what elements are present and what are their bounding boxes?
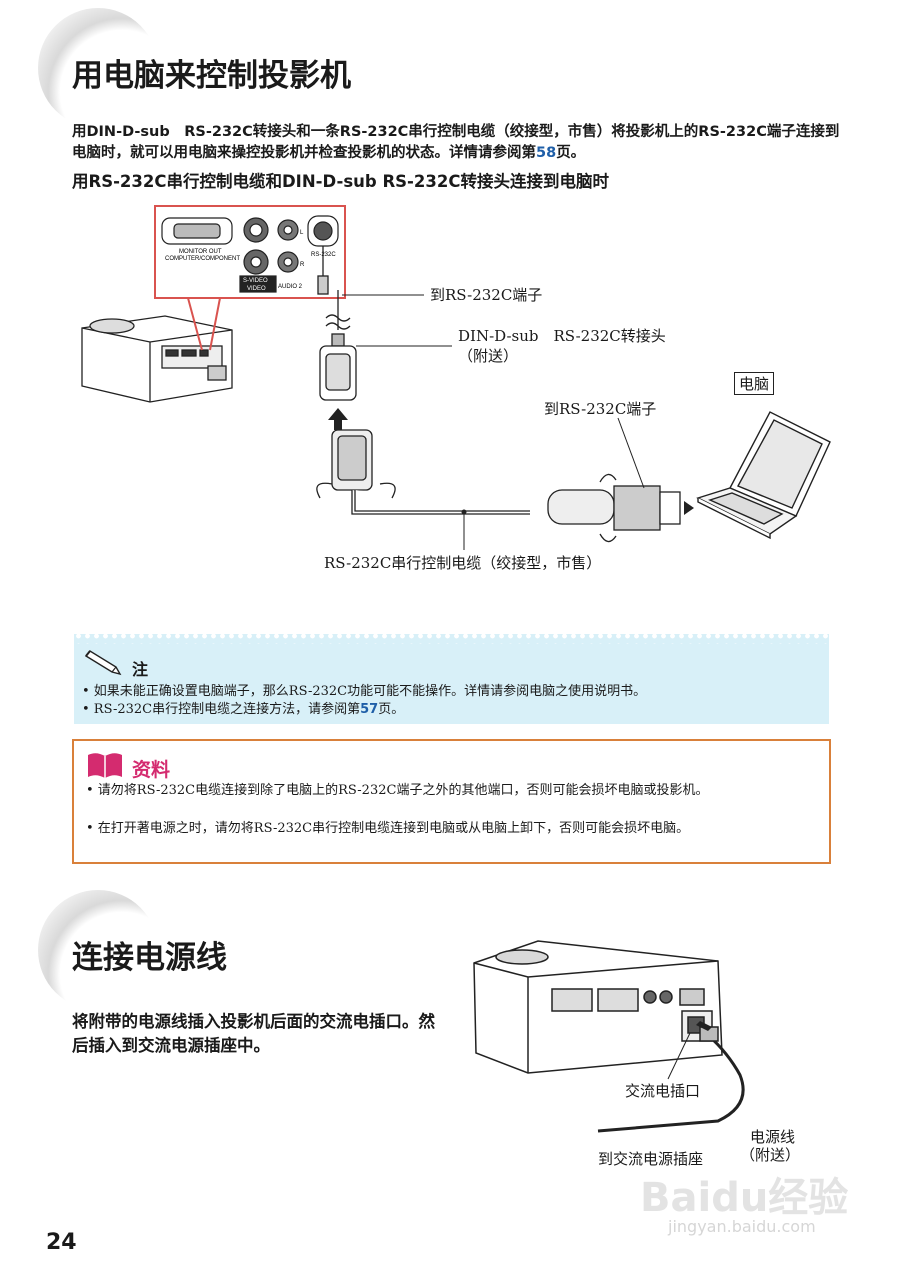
info-line-1: • 请勿将RS-232C电缆连接到除了电脑上的RS-232C端子之外的其他端口，…	[86, 783, 709, 798]
panel-label-computer-component: COMPUTER/COMPONENT	[165, 256, 240, 262]
note-line-2-suffix: 页。	[378, 702, 405, 717]
intro-paragraph: 用DIN-D-sub RS-232C转接头和一条RS-232C串行控制电缆（绞接…	[72, 122, 842, 164]
label-ac-socket: 交流电插口	[625, 1082, 701, 1100]
panel-label-rs232c: RS-232C	[311, 252, 336, 258]
label-serial-cable: RS-232C串行控制电缆（绞接型，市售）	[324, 554, 602, 572]
note-line-2: • RS-232C串行控制电缆之连接方法，请参阅第57页。	[82, 698, 404, 717]
label-to-rs232c-terminal: 到RS-232C端子	[430, 286, 543, 304]
label-power-cord-supplied: （附送）	[740, 1146, 801, 1164]
heading-decoration	[38, 8, 158, 128]
terminal-panel	[161, 215, 339, 293]
label-to-rs232c-terminal-pc: 到RS-232C端子	[544, 400, 657, 418]
watermark-url: jingyan.baidu.com	[668, 1217, 816, 1236]
note-box: 注 • 如果未能正确设置电脑端子，那么RS-232C功能可能不能操作。详情请参阅…	[74, 634, 829, 724]
projector-rear-illustration	[473, 940, 745, 1133]
intro-suffix: 页。	[556, 145, 586, 161]
serial-cable-illustration	[316, 429, 681, 543]
note-line-1: • 如果未能正确设置电脑端子，那么RS-232C功能可能不能操作。详情请参阅电脑…	[82, 684, 647, 699]
page-title: 用电脑来控制投影机	[72, 58, 351, 94]
note-title: 注	[132, 660, 149, 679]
label-computer: 电脑	[734, 372, 775, 395]
note-line-2-text: • RS-232C串行控制电缆之连接方法，请参阅第	[82, 702, 361, 717]
label-power-cord: 电源线	[750, 1128, 796, 1146]
page-reference-link[interactable]: 58	[536, 145, 557, 161]
din-adapter-illustration	[317, 246, 357, 401]
panel-label-video: VIDEO	[247, 286, 266, 292]
pencil-icon	[84, 650, 122, 676]
plug-in-arrow-icon	[696, 1021, 712, 1031]
book-icon	[88, 753, 122, 778]
label-to-outlet: 到交流电源插座	[598, 1150, 704, 1168]
panel-label-s-video: S-VIDEO	[243, 278, 268, 284]
watermark-logo: Baidu经验	[640, 1175, 849, 1221]
power-instructions: 将附带的电源线插入投影机后面的交流电插口。然后插入到交流电源插座中。	[72, 1012, 435, 1055]
laptop-illustration	[696, 411, 831, 540]
section-title-power: 连接电源线	[72, 940, 227, 976]
info-box: 资料 • 请勿将RS-232C电缆连接到除了电脑上的RS-232C端子之外的其他…	[72, 739, 831, 864]
page-number: 24	[46, 1230, 77, 1255]
label-din-adapter: DIN-D-sub RS-232C转接头	[458, 327, 666, 345]
insert-arrow-icon	[328, 408, 348, 430]
projector-illustration	[81, 315, 233, 403]
panel-label-l: L	[300, 230, 304, 236]
label-leader-3	[617, 417, 645, 489]
info-title: 资料	[132, 759, 171, 781]
connection-subheading: 用RS-232C串行控制电缆和DIN-D-sub RS-232C转接头连接到电脑…	[72, 172, 609, 191]
socket-leader	[667, 1032, 691, 1080]
note-top-border	[74, 634, 829, 644]
info-line-2: • 在打开著电源之时，请勿将RS-232C串行控制电缆连接到电脑或从电脑上卸下，…	[86, 821, 690, 836]
panel-label-audio2: AUDIO 2	[278, 284, 303, 290]
label-din-adapter-supplied: （附送）	[458, 347, 519, 365]
power-connection-diagram	[473, 940, 745, 1133]
panel-label-r: R	[300, 262, 305, 268]
rs232c-connection-diagram: MONITOR OUT COMPUTER/COMPONENT S-VIDEO V…	[81, 205, 831, 550]
connect-arrow-icon	[684, 501, 694, 515]
intro-text: 用DIN-D-sub RS-232C转接头和一条RS-232C串行控制电缆（绞接…	[72, 124, 840, 161]
heading-decoration-2	[38, 890, 158, 1010]
note-page-reference-link[interactable]: 57	[360, 702, 379, 717]
panel-label-monitor-out: MONITOR OUT	[179, 249, 222, 255]
